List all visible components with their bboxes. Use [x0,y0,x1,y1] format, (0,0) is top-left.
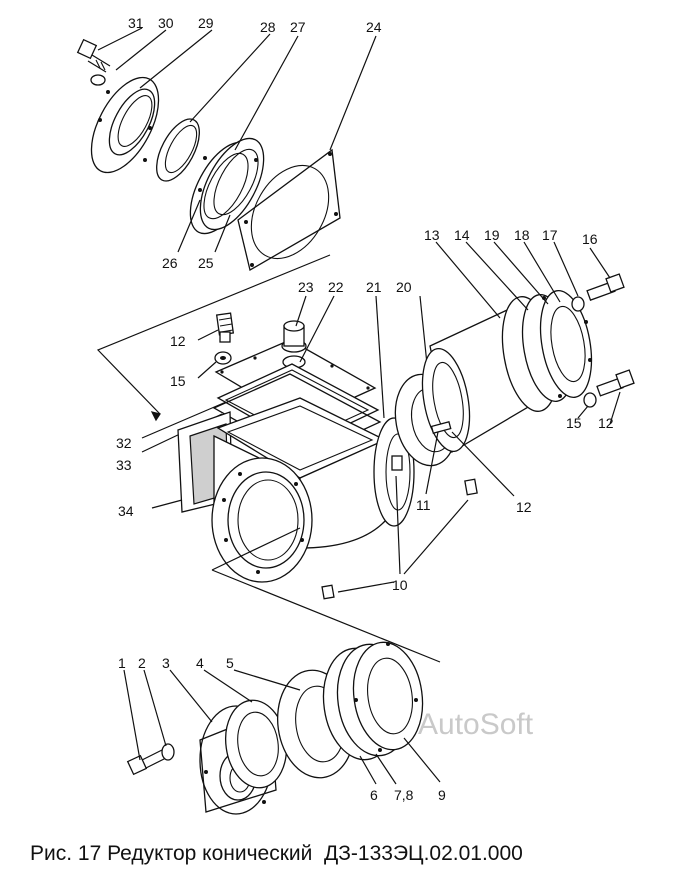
callout-14: 14 [454,227,470,243]
callout-12-left: 12 [170,333,186,349]
callout-12-right: 12 [598,415,614,431]
callout-15-left: 15 [170,373,186,389]
watermark: AutoSoft [418,708,534,741]
callout-19: 19 [484,227,500,243]
callout-12-inner: 12 [516,499,532,515]
top-flange-assembly [76,27,377,422]
bolt-31 [76,38,111,73]
gasket-24 [237,148,341,271]
callout-22: 22 [328,279,344,295]
callout-15-right: 15 [566,415,582,431]
callout-20: 20 [396,279,412,295]
bearing-cup-27 [189,137,265,235]
callout-6: 6 [370,787,378,803]
callout-34: 34 [118,503,134,519]
bolt-12-right [596,369,635,397]
callout-28: 28 [260,19,276,35]
callout-4: 4 [196,655,204,671]
callout-33: 33 [116,457,132,473]
callout-13: 13 [424,227,440,243]
bolt-16 [586,273,625,301]
figure-caption: Рис. 17 Редуктор конический ДЗ-133ЭЦ.02.… [30,842,523,865]
callout-7-8: 7,8 [394,787,414,803]
callout-31: 31 [128,15,144,31]
callout-21: 21 [366,279,382,295]
bolt-11 [430,420,452,434]
callout-5: 5 [226,655,234,671]
callout-24: 24 [366,19,382,35]
washer-30 [90,74,106,86]
shims-6-9 [322,641,424,761]
callout-17: 17 [542,227,558,243]
housing-34 [177,397,415,583]
callout-26: 26 [162,255,178,271]
shims-14-19 [501,290,593,412]
callout-2: 2 [138,655,146,671]
callout-16: 16 [582,231,598,247]
callout-23: 23 [298,279,314,295]
callout-10: 10 [392,577,408,593]
callout-25: 25 [198,255,214,271]
plug-10 [321,455,478,600]
callout-9: 9 [438,787,446,803]
callout-labels: 31 30 29 28 27 24 26 25 13 14 19 18 17 1… [116,15,614,803]
callout-30: 30 [158,15,174,31]
cover-29 [90,76,160,174]
callout-11: 11 [416,497,431,513]
callout-3: 3 [162,655,170,671]
washer-2 [161,743,175,761]
callout-27: 27 [290,19,306,35]
callout-1: 1 [118,655,126,671]
breather-23 [281,320,307,369]
callout-18: 18 [514,227,530,243]
seal-ring-28 [156,118,200,182]
washer-17 [571,296,585,312]
washer-15-right [583,392,597,408]
callout-32: 32 [116,435,132,451]
callout-29: 29 [198,15,214,31]
bolt-1 [126,749,167,776]
plug-12-left [215,312,235,343]
